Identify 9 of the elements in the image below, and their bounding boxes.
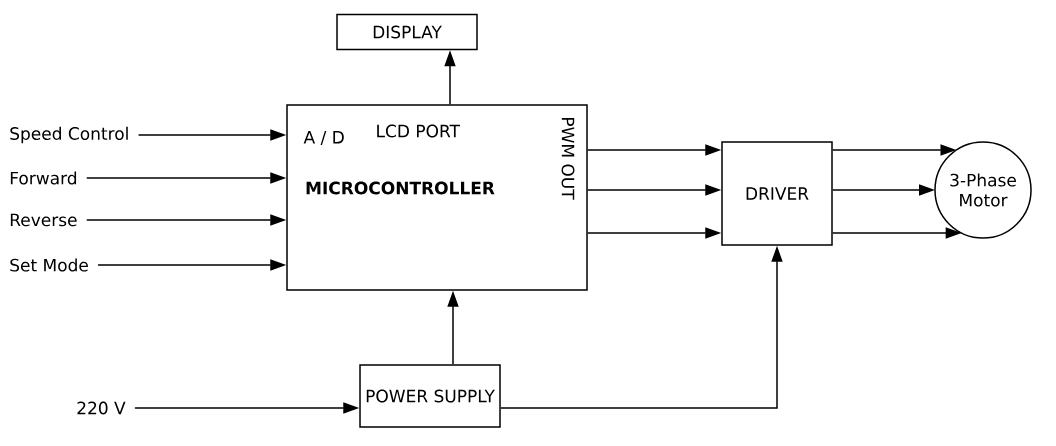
input-label: Set Mode — [10, 258, 88, 272]
input-label: Speed Control — [10, 126, 128, 144]
display-box: DISPLAY — [336, 13, 478, 51]
microcontroller-box: A / D LCD PORT MICROCONTROLLER PWM OUT — [286, 104, 588, 291]
input-label: Reverse — [10, 213, 77, 227]
power-supply-box: POWER SUPPLY — [359, 364, 501, 428]
input-label: 220 V — [77, 401, 126, 415]
input-label: Forward — [10, 171, 77, 185]
driver-box: DRIVER — [721, 141, 833, 246]
